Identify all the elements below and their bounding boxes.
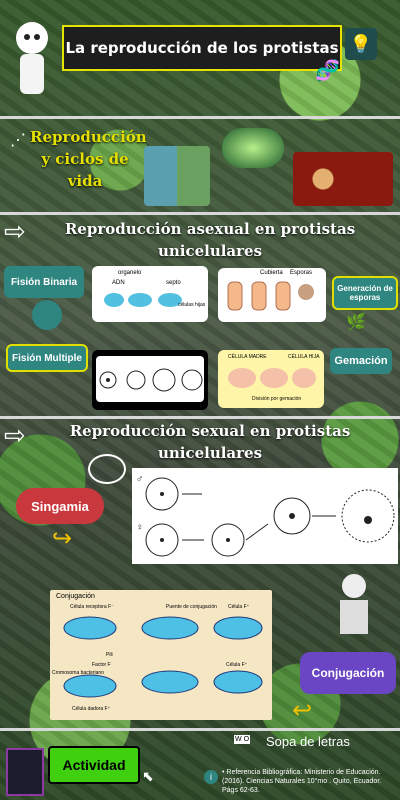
- section3-title-line2: unicelulares: [157, 444, 263, 462]
- binaria-tag: septo: [166, 280, 181, 286]
- gemacion-tag: División por gemación: [252, 396, 302, 402]
- cursor-icon: ⬉: [142, 768, 154, 784]
- curved-arrow-icon: ↩: [292, 697, 313, 724]
- gemacion-label: Gemación: [330, 348, 392, 374]
- conjugation-diagram: Conjugación Célula receptora F⁻ Puente d…: [50, 590, 272, 720]
- divider: [0, 212, 400, 215]
- singamia-label: Singamia: [16, 488, 104, 524]
- binary-fission-diagram: organelo ADN septo células hijas: [92, 266, 208, 322]
- esporas-tag: Esporas: [290, 270, 313, 276]
- binaria-tag: ADN: [112, 280, 125, 286]
- section1-title: Reproducción y ciclos de vida: [30, 128, 147, 190]
- red-protist-photo: [293, 152, 393, 206]
- conj-label: Célula F⁺: [228, 604, 250, 610]
- dna-icon: 🧬: [315, 60, 340, 82]
- conj-label: Cromosoma bacteriano: [52, 670, 104, 676]
- arrow-right-icon: ⇨: [4, 420, 26, 450]
- conj-label: Célula F⁺: [226, 662, 248, 668]
- binaria-tag: células hijas: [178, 302, 206, 308]
- green-protist-photo: [222, 128, 284, 168]
- divider: [0, 728, 400, 731]
- protist-icon: [32, 300, 62, 330]
- svg-text:♂: ♂: [136, 474, 144, 485]
- budding-diagram: CÉLULA MADRE CÉLULA HIJA División por ge…: [218, 350, 324, 408]
- network-icon: ⋰: [10, 132, 26, 149]
- section2-title: Reproducción asexual en protistas unicel…: [50, 218, 370, 262]
- protist-photo-collage: [144, 146, 210, 206]
- curved-arrow-icon: ↪: [52, 525, 73, 552]
- gemacion-tag: CÉLULA MADRE: [228, 354, 267, 360]
- syngamy-diagram: ♂ ♀: [132, 468, 398, 564]
- page-title: La reproducción de los protistas: [62, 25, 342, 71]
- conj-label: Célula receptora F⁻: [70, 604, 114, 610]
- activity-button[interactable]: Actividad: [48, 746, 140, 784]
- conj-label: Factor F: [92, 662, 111, 668]
- section3-title-line1: Reproducción sexual en protistas: [69, 422, 351, 440]
- leaf-icon: 🌿: [346, 314, 366, 331]
- svg-text:♀: ♀: [136, 522, 144, 533]
- conjugacion-label: Conjugación: [300, 652, 396, 694]
- conj-label: Pili: [106, 652, 113, 658]
- wordsearch-link[interactable]: Sopa de letras: [266, 734, 350, 749]
- esporas-tag: Cubierta: [260, 270, 283, 276]
- section2-title-line2: unicelulares: [157, 242, 263, 260]
- generacion-esporas-label: Generación de esporas: [332, 276, 398, 310]
- gemacion-tag: CÉLULA HIJA: [288, 354, 320, 360]
- fision-multiple-label: Fisión Multiple: [6, 344, 88, 372]
- info-icon: i: [204, 770, 218, 784]
- book-icon: [6, 748, 44, 796]
- conj-diagram-title: Conjugación: [56, 593, 95, 600]
- arrow-right-icon: ⇨: [4, 216, 26, 246]
- section3-title: Reproducción sexual en protistas unicelu…: [60, 420, 360, 464]
- divider: [0, 116, 400, 119]
- conj-label: Célula dadora F⁺: [72, 706, 111, 712]
- conj-label: Puente de conjugación: [166, 604, 217, 610]
- binaria-tag: organelo: [118, 270, 142, 276]
- spore-generation-diagram: Cubierta Esporas: [218, 268, 326, 322]
- section2-title-line1: Reproducción asexual en protistas: [64, 220, 356, 238]
- citation-text: • Referencia Bibliográfica: Ministerio d…: [222, 769, 382, 794]
- scientist-silhouette-icon: [330, 572, 378, 638]
- divider: [0, 416, 400, 419]
- fision-binaria-label: Fisión Binaria: [4, 266, 84, 298]
- microbe-icon: [88, 454, 126, 484]
- multiple-fission-diagram: [92, 350, 208, 410]
- scientist-illustration: [6, 10, 58, 100]
- lightbulb-icon[interactable]: 💡: [345, 28, 377, 60]
